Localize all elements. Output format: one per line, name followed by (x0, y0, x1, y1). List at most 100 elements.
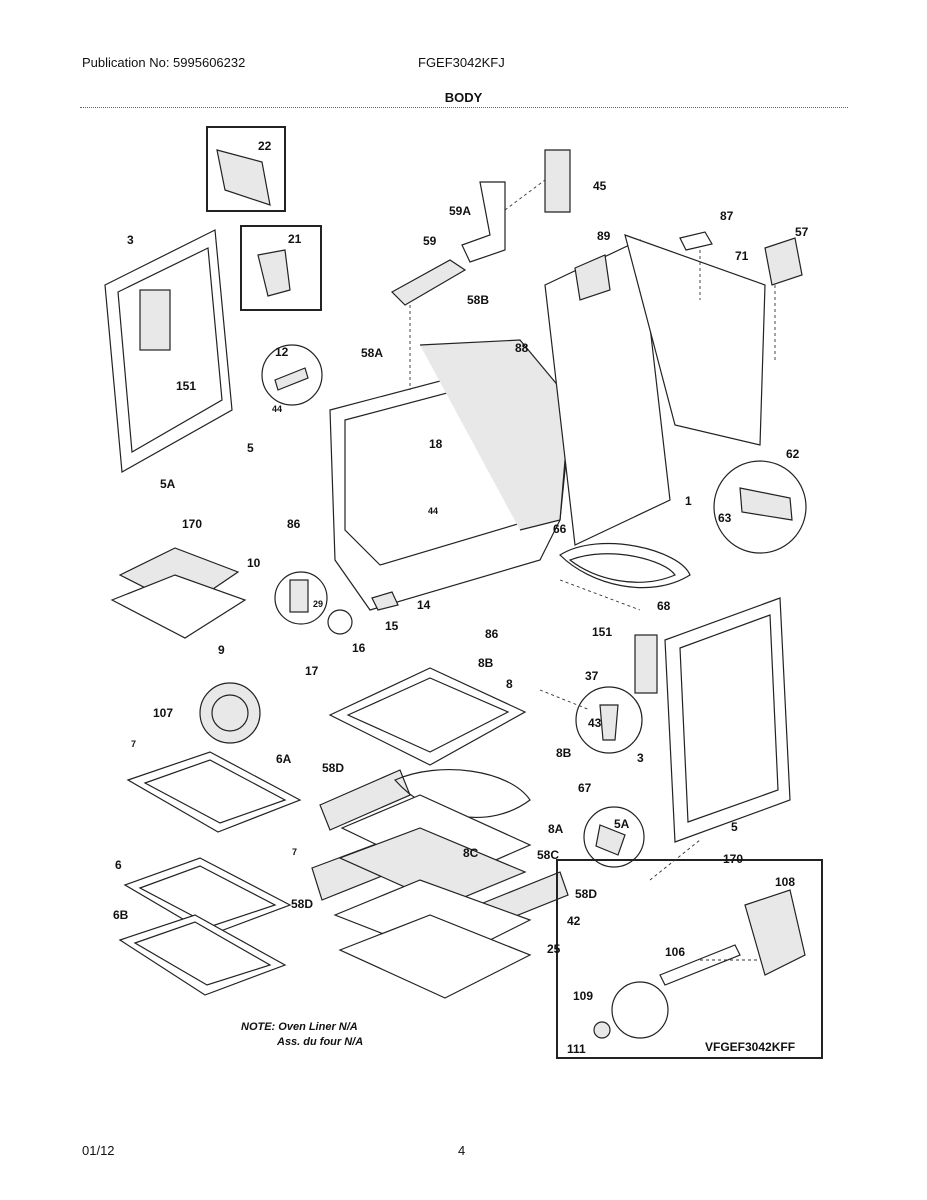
label-62: 62 (786, 447, 800, 461)
part-87-plate (679, 231, 713, 251)
part-59-channel (391, 259, 467, 306)
label-58d-left: 58D (291, 897, 313, 911)
part-43-screw (599, 704, 619, 741)
label-109: 109 (573, 989, 593, 1003)
part-58d-strip-left (319, 769, 411, 831)
label-57: 57 (795, 225, 809, 239)
label-5a-left: 5A (160, 477, 176, 491)
label-8a: 8A (548, 822, 564, 836)
label-151-left: 151 (176, 379, 196, 393)
part-45-duct (544, 149, 571, 213)
label-7-upper: 7 (131, 739, 136, 749)
part-5a-leveler (595, 824, 626, 856)
label-43: 43 (588, 716, 602, 730)
label-42: 42 (567, 914, 581, 928)
part-16-lamp-lens (327, 609, 353, 635)
label-14: 14 (417, 598, 431, 612)
part-6-rack (123, 857, 292, 936)
part-6-rack-wires (138, 865, 277, 927)
label-88: 88 (515, 341, 529, 355)
label-6: 6 (115, 858, 122, 872)
note-line-2: Ass. du four N/A (276, 1036, 363, 1048)
part-14-socket (371, 591, 399, 611)
label-68: 68 (657, 599, 671, 613)
part-22-bracket (216, 149, 271, 206)
note-line-1: NOTE: Oven Liner N/A (241, 1021, 358, 1033)
label-15: 15 (385, 619, 399, 633)
part-109-fan-blade (611, 981, 669, 1039)
part-106-shaft (659, 944, 741, 986)
label-58d-upper: 58D (322, 761, 344, 775)
label-7-lower: 7 (292, 847, 297, 857)
assembly-line (539, 689, 591, 711)
part-107-fan-cover-ring (211, 694, 249, 732)
label-8: 8 (506, 677, 513, 691)
label-58a: 58A (361, 346, 383, 360)
label-6b: 6B (113, 908, 129, 922)
assembly-line (504, 179, 546, 211)
part-111-nut (593, 1021, 611, 1039)
part-6b-rack-wires (133, 921, 272, 986)
section-title: BODY (444, 90, 483, 105)
label-25: 25 (547, 942, 561, 956)
label-108: 108 (775, 875, 795, 889)
label-45: 45 (593, 179, 607, 193)
label-59a: 59A (449, 204, 471, 218)
label-8c: 8C (463, 846, 479, 860)
part-8-oven-bottom-inner (346, 677, 510, 753)
part-151-insulation-left (139, 289, 171, 351)
label-170-left: 170 (182, 517, 202, 531)
part-12-sensor (274, 367, 309, 391)
part-3-right-side-panel (664, 597, 791, 843)
label-107: 107 (153, 706, 173, 720)
part-21-clip (257, 249, 291, 297)
label-1: 1 (685, 494, 692, 508)
label-71: 71 (735, 249, 749, 263)
part-3-panel-inner (117, 247, 223, 453)
part-8-oven-bottom (328, 667, 527, 766)
label-87: 87 (720, 209, 734, 223)
model-number: FGEF3042KFJ (418, 55, 505, 70)
header-divider (80, 107, 848, 108)
label-86-upper: 86 (287, 517, 301, 531)
label-3-left: 3 (127, 233, 134, 247)
part-151-insulation-right (634, 634, 658, 694)
part-66-broil-element (559, 542, 691, 589)
assembly-line (559, 579, 641, 611)
label-59: 59 (423, 234, 437, 248)
label-16: 16 (352, 641, 366, 655)
label-10: 10 (247, 556, 261, 570)
part-59a-duct (461, 181, 506, 263)
label-89: 89 (597, 229, 611, 243)
label-63: 63 (718, 511, 732, 525)
publication-number: Publication No: 5995606232 (82, 55, 246, 70)
label-66: 66 (553, 522, 567, 536)
label-9: 9 (218, 643, 225, 657)
label-37: 37 (585, 669, 599, 683)
label-58d-right: 58D (575, 887, 597, 901)
label-151-right: 151 (592, 625, 612, 639)
part-29-lamp-housing (289, 579, 309, 613)
label-86-lower: 86 (485, 627, 499, 641)
label-12: 12 (275, 345, 289, 359)
part-89-bracket (574, 254, 611, 301)
part-57-cover (764, 237, 803, 286)
kit-model-label: VFGEF3042KFF (705, 1040, 795, 1054)
part-62-terminal-block (739, 487, 793, 521)
label-8b-lower: 8B (556, 746, 572, 760)
part-108-fan-motor (744, 889, 806, 976)
label-18: 18 (429, 437, 443, 451)
label-22: 22 (258, 139, 272, 153)
inset-box-21 (240, 225, 322, 311)
label-29: 29 (313, 599, 323, 609)
part-6a-rack-wires (143, 759, 287, 824)
footer-date: 01/12 (82, 1143, 115, 1158)
label-17: 17 (305, 664, 319, 678)
part-71-rear-cover (624, 234, 766, 446)
label-5-left: 5 (247, 441, 254, 455)
label-44-lower: 44 (428, 506, 438, 516)
part-107-fan-cover (199, 682, 261, 744)
part-9-drip-tray (110, 574, 247, 639)
assembly-line (649, 839, 701, 881)
